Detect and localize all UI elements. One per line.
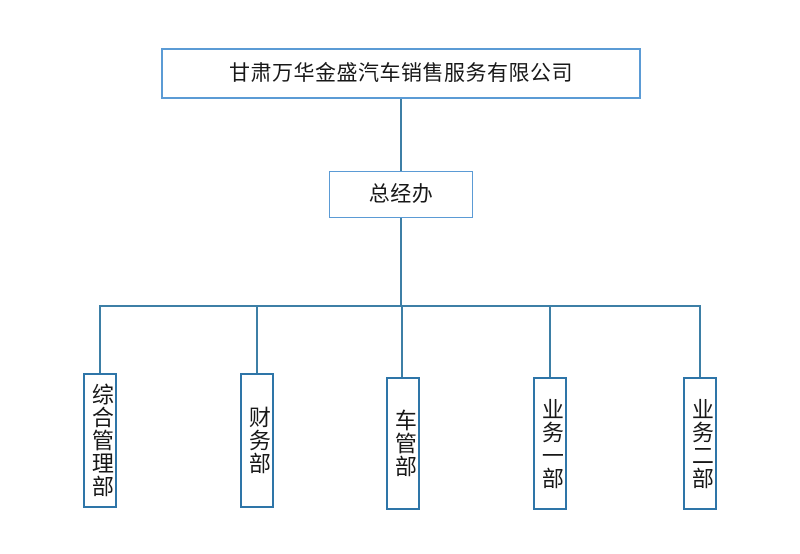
connector-bus-to-department-1 — [99, 305, 101, 375]
connector-bus-to-department-2 — [256, 305, 258, 375]
org-node-company-label: 甘肃万华金盛汽车销售服务有限公司 — [229, 61, 573, 85]
org-node-management[interactable]: 总经办 — [329, 171, 473, 218]
org-node-department-business-two[interactable]: 业务二部 — [683, 377, 717, 510]
connector-company-to-management — [400, 99, 402, 171]
org-node-department-label: 综合管理部 — [87, 383, 113, 498]
org-node-company[interactable]: 甘肃万华金盛汽车销售服务有限公司 — [161, 48, 641, 99]
connector-bus-to-department-4 — [549, 305, 551, 378]
org-node-department-finance[interactable]: 财务部 — [240, 373, 274, 508]
org-node-department-label: 车管部 — [390, 409, 416, 478]
org-node-management-label: 总经办 — [368, 182, 434, 206]
org-node-department-label: 业务二部 — [687, 397, 713, 490]
connector-horizontal-bus — [99, 305, 701, 307]
org-node-department-comprehensive-management[interactable]: 综合管理部 — [83, 373, 117, 508]
org-node-department-business-one[interactable]: 业务一部 — [533, 377, 567, 510]
connector-bus-to-department-3 — [401, 305, 403, 378]
connector-management-to-bus — [400, 218, 402, 307]
org-node-department-label: 财务部 — [244, 406, 270, 475]
org-node-department-vehicle-management[interactable]: 车管部 — [386, 377, 420, 510]
connector-bus-to-department-5 — [699, 305, 701, 378]
org-node-department-label: 业务一部 — [537, 397, 563, 490]
